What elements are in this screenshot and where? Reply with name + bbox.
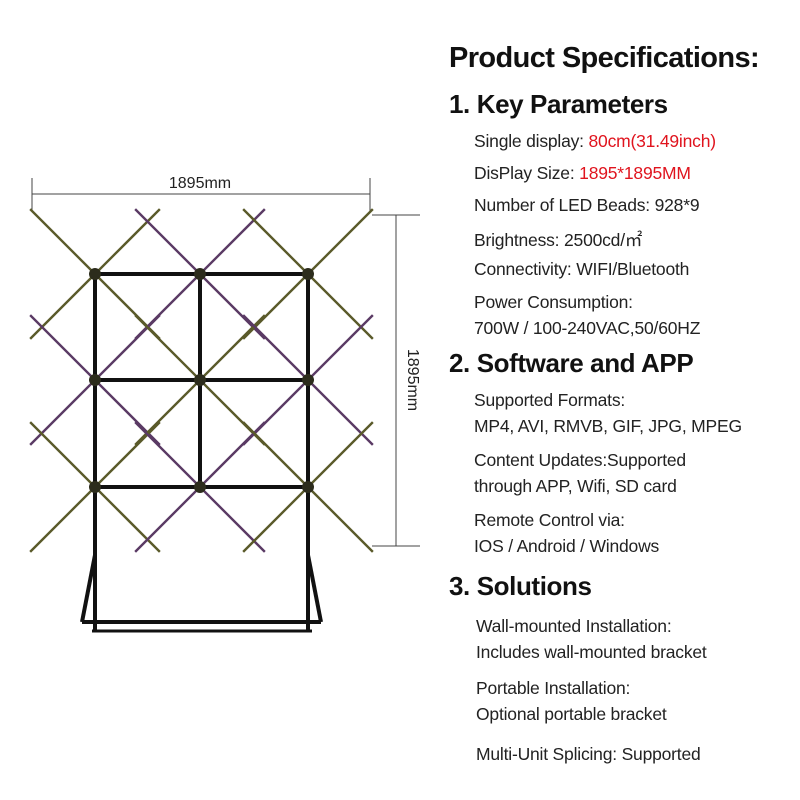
stand-frame [80,272,323,633]
spec-label: Single display: [474,131,589,151]
fan-hub-6 [302,374,314,386]
spec-display-size: DisPlay Size: 1895*1895MM [474,163,691,184]
width-dimension [31,178,371,212]
spec-updates-value: through APP, Wifi, SD card [474,476,677,496]
spec-label: DisPlay Size: [474,163,580,183]
spec-value-highlight: 80cm(31.49inch) [588,131,717,151]
spec-remote-label: Remote Control via: [474,510,625,530]
spec-value-highlight: 1895*1895MM [579,163,691,183]
spec-formats-value: MP4, AVI, RMVB, GIF, JPG, MPEG [474,416,742,436]
fan-hubs [89,268,314,493]
spec-single-display: Single display: 80cm(31.49inch) [474,131,716,152]
spec-power-value: 700W / 100-240VAC,50/60HZ [474,318,701,338]
height-label: 1895mm [404,349,421,411]
section-heading-software: 2. Software and APP [449,348,694,378]
product-diagram: 1895mm 1895mm [29,175,421,633]
section-heading-key-parameters: 1. Key Parameters [449,89,668,119]
fan-hub-8 [194,481,206,493]
spec-led-beads: Number of LED Beads: 928*9 [474,195,700,215]
specs-title: Product Specifications: [449,42,760,74]
fan-hub-1 [89,268,101,280]
fan-hub-7 [89,481,101,493]
spec-splicing: Multi-Unit Splicing: Supported [476,744,701,764]
section-heading-solutions: 3. Solutions [449,571,592,601]
fan-hub-9 [302,481,314,493]
width-label: 1895mm [169,175,231,192]
spec-wall-label: Wall-mounted Installation: [476,616,672,636]
fan-hub-4 [89,374,101,386]
spec-power-label: Power Consumption: [474,292,633,312]
spec-brightness: Brightness: 2500cd/㎡ [474,230,643,250]
fan-hub-3 [302,268,314,280]
height-dimension [372,214,420,547]
spec-portable-label: Portable Installation: [476,678,631,698]
spec-updates-label: Content Updates:Supported [474,450,686,470]
spec-connectivity: Connectivity: WIFI/Bluetooth [474,259,690,279]
fan-hub-2 [194,268,206,280]
spec-wall-value: Includes wall-mounted bracket [476,642,707,662]
spec-formats-label: Supported Formats: [474,390,626,410]
spec-remote-value: IOS / Android / Windows [474,536,660,556]
fan-hub-5 [194,374,206,386]
spec-portable-value: Optional portable bracket [476,704,667,724]
